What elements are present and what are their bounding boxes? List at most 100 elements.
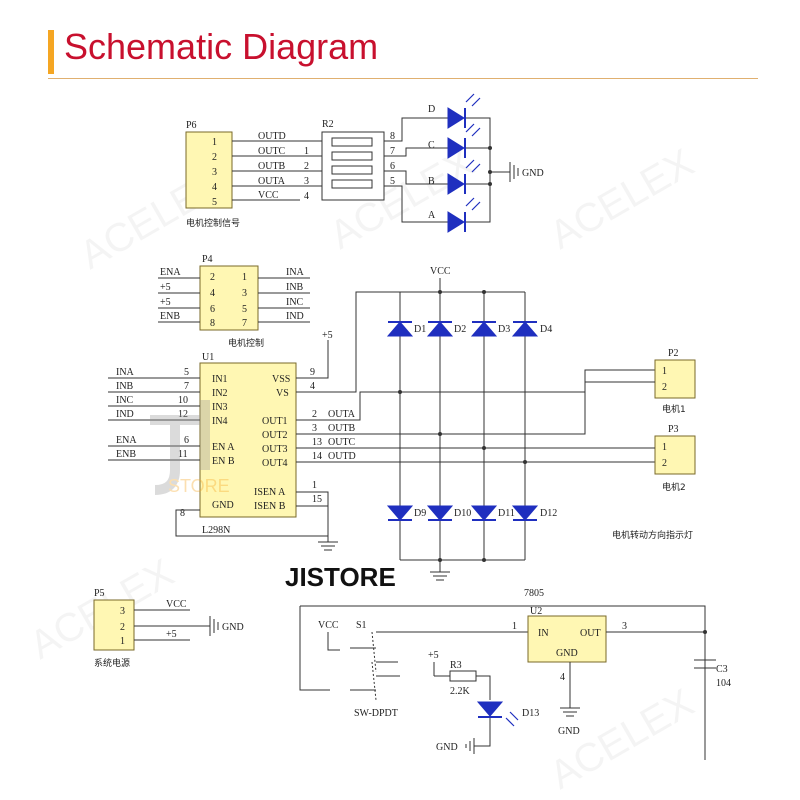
diode-label: D4 (540, 324, 552, 335)
p6-net: OUTB (258, 161, 286, 172)
u1-out-net: OUTB (328, 423, 356, 434)
p5-net: VCC (166, 599, 187, 610)
reg-ref: U2 (530, 606, 542, 617)
p6-pin: 5 (212, 197, 217, 208)
p4-pin: 3 (242, 288, 247, 299)
diode-bridge: VCC D1 D2 D3 D4 D9 D10 D11 D12 电机转动方向指示灯 (386, 266, 693, 581)
p2-pin: 1 (662, 366, 667, 377)
u1-in-net: INC (116, 395, 134, 406)
reg-pin: 3 (622, 621, 627, 632)
p3-ref: P3 (668, 424, 679, 435)
u1-pin-label: OUT3 (262, 444, 288, 455)
u1-pin-label: ISEN A (254, 487, 286, 498)
u1-pin-label: VSS (272, 374, 290, 385)
p2-pin: 2 (662, 382, 667, 393)
reg-switch: SW-DPDT (354, 708, 398, 719)
r2-pin: 3 (304, 176, 309, 187)
u1-pin-label: ISEN B (254, 501, 286, 512)
p5-pin: 1 (120, 636, 125, 647)
diode-label: D1 (414, 324, 426, 335)
connector-p3: P3 1 2 电机2 (640, 424, 696, 493)
u1-in-net: INA (116, 367, 135, 378)
reg-led-gnd: GND (436, 742, 458, 753)
store-watermark: JISTORE (285, 562, 396, 592)
p6-caption: 电机控制信号 (186, 217, 240, 229)
reg-gnd-label: GND (556, 648, 578, 659)
p4-net: INB (286, 282, 304, 293)
led-label: A (428, 210, 436, 221)
u1-pin: 15 (312, 494, 322, 505)
u1-pin-label: IN2 (212, 388, 228, 399)
p6-pin: 3 (212, 167, 217, 178)
r2-pin: 6 (390, 161, 395, 172)
p6-pin: 2 (212, 152, 217, 163)
diode-label: D9 (414, 508, 426, 519)
p4-net: INC (286, 297, 304, 308)
u1-pin-label: GND (212, 500, 234, 511)
r2-pin: 4 (304, 191, 309, 202)
reg-pin: 4 (560, 672, 565, 683)
p4-pin: 7 (242, 318, 247, 329)
p6-pin: 1 (212, 137, 217, 148)
bridge-vcc: VCC (430, 266, 451, 277)
connector-p4: P4 2 4 6 8 1 3 5 7 ENA +5 +5 ENB INA INB… (158, 254, 310, 349)
p4-pin: 2 (210, 272, 215, 283)
reg-out-label: OUT (580, 628, 601, 639)
p4-ref: P4 (202, 254, 213, 265)
p6-ref: P6 (186, 120, 197, 131)
p4-pin: 4 (210, 288, 215, 299)
reg-gnd: GND (558, 726, 580, 737)
reg-r3: R3 (450, 660, 462, 671)
p3-pin: 2 (662, 458, 667, 469)
u1-en-net: ENA (116, 435, 137, 446)
diode-label: D11 (498, 508, 515, 519)
u1-pin: 8 (180, 508, 185, 519)
p6-net: VCC (258, 190, 279, 201)
p5-ref: P5 (94, 588, 105, 599)
p4-pin: 6 (210, 304, 215, 315)
u1-out-net: OUTA (328, 409, 356, 420)
u1-pin: 7 (184, 381, 189, 392)
reg-title: 7805 (524, 588, 544, 599)
regulator-7805: 7805 VCC S1 1 SW-DPDT IN OUT GND U2 3 4 … (299, 588, 731, 760)
u1-pin: 5 (184, 367, 189, 378)
u1-pin-label: OUT2 (262, 430, 288, 441)
p4-net: +5 (160, 282, 171, 293)
reg-vcc: VCC (318, 620, 339, 631)
driver-u1: U1 L298N INA INB INC IND ENA ENB 5 7 10 … (108, 291, 655, 551)
p2-ref: P2 (668, 348, 679, 359)
u1-pin: 6 (184, 435, 189, 446)
p4-net: INA (286, 267, 305, 278)
u1-pin-label: OUT4 (262, 458, 288, 469)
p5-pin: 3 (120, 606, 125, 617)
u1-pin: 14 (312, 451, 322, 462)
led-label: D (428, 104, 435, 115)
p4-pin: 5 (242, 304, 247, 315)
u1-pin: 10 (178, 395, 188, 406)
u1-en-net: ENB (116, 449, 136, 460)
u1-pin-label: IN1 (212, 374, 228, 385)
p4-pin: 8 (210, 318, 215, 329)
watermark: ACELEX (543, 141, 702, 258)
u1-pin-label: EN B (212, 456, 235, 467)
p4-net: +5 (160, 297, 171, 308)
p4-pin: 1 (242, 272, 247, 283)
reg-led: D13 (522, 708, 539, 719)
r2-pin: 8 (390, 131, 395, 142)
p4-caption: 电机控制 (228, 337, 264, 349)
u1-pin: 1 (312, 480, 317, 491)
store-logo-text: STORE (168, 476, 230, 496)
reg-c3-value: 104 (716, 678, 731, 689)
r2-pin: 5 (390, 176, 395, 187)
store-logo: STORE (150, 400, 230, 496)
u1-in-net: IND (116, 409, 134, 420)
reg-plus5: +5 (428, 650, 439, 661)
header-accent-bar (48, 30, 54, 74)
p6-net: OUTC (258, 146, 286, 157)
u1-pin: 2 (312, 409, 317, 420)
resistor-r2: R2 1 2 3 4 8 7 6 5 (300, 117, 448, 223)
p4-net: ENA (160, 267, 181, 278)
r2-pin: 7 (390, 146, 395, 157)
r2-pin: 2 (304, 161, 309, 172)
u1-ref: U1 (202, 352, 214, 363)
